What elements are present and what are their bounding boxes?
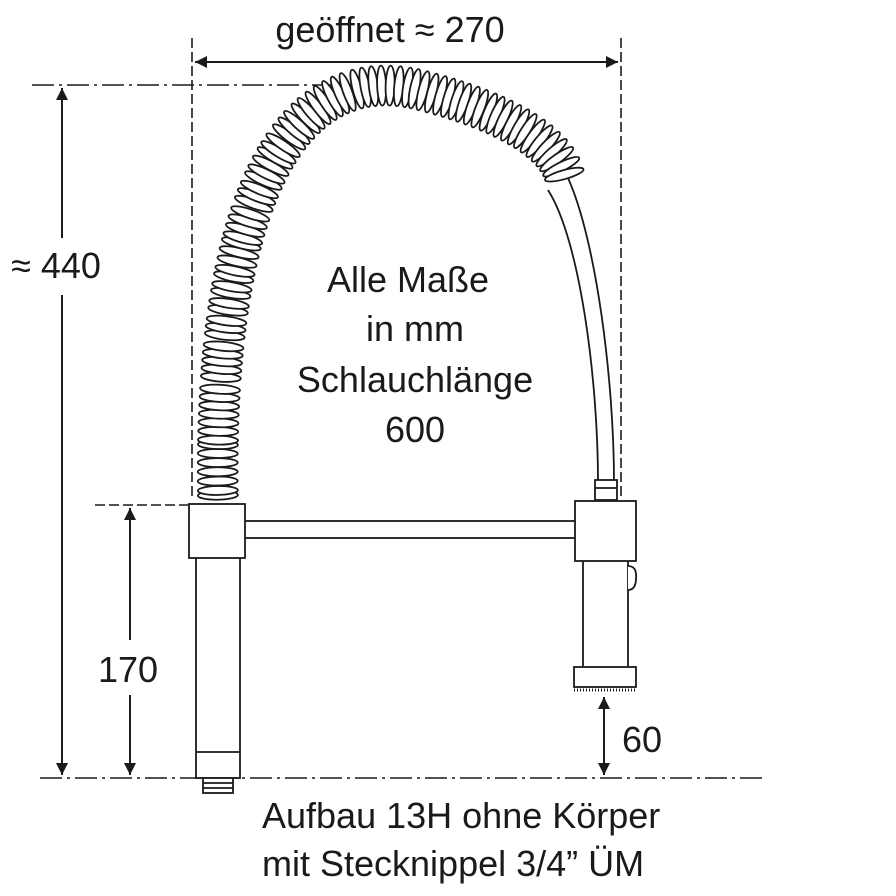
main-column [195,555,241,779]
clearance-dimension-label: 60 [622,719,662,760]
cross-bar [243,520,577,539]
coil-turn [205,314,248,327]
connection-nipple [202,777,234,794]
coil-turn [196,485,239,496]
note-line-1: Alle Maße [327,259,489,300]
spray-button [627,565,637,591]
body-dimension-label: 170 [98,649,158,690]
note-line-2: in mm [366,308,464,349]
hose-connector [594,479,618,501]
coil-turn [265,132,301,158]
coil-turn [196,466,239,478]
spray-column [582,559,629,669]
coil-turn [196,475,239,487]
coil-turn [196,448,239,459]
spray-head [573,666,637,688]
height-dimension-label: ≈ 440 [11,245,101,286]
note-line-3: Schlauchlänge [297,359,533,400]
coil-turn [208,297,250,310]
coil-turn [196,457,239,468]
pull-out-hose [547,177,615,483]
right-joint-block [574,500,637,562]
width-dimension-label: geöffnet ≈ 270 [275,9,504,50]
coil-turn [544,166,585,183]
note-line-4: 600 [385,409,445,450]
coil-turn [199,383,241,395]
spring-coil [196,64,585,501]
caption-line-2: mit Stecknippel 3/4” ÜM [262,843,644,884]
caption-line-1: Aufbau 13H ohne Körper [262,795,660,836]
coil-turn [202,340,245,353]
coil-turn [230,205,271,223]
left-joint-block [188,503,246,559]
